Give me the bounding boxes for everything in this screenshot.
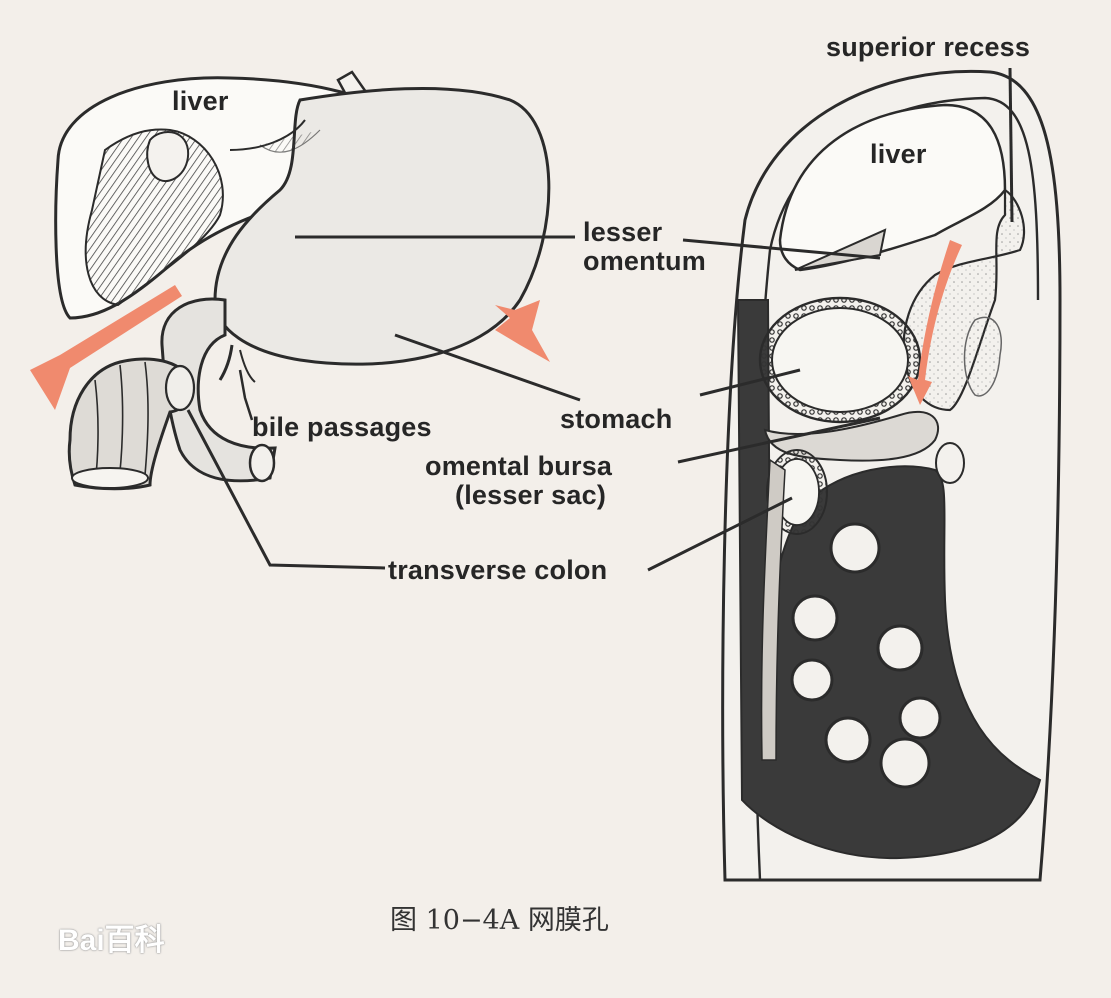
left-red-arrow (30, 285, 182, 410)
label-stomach: stomach (560, 404, 673, 434)
right-liver-shape (778, 103, 1007, 272)
right-figure (647, 67, 1062, 882)
label-liver-right: liver (870, 139, 927, 169)
figure-caption: 图 10−4A 网膜孔 (390, 905, 609, 936)
left-colon (67, 357, 193, 491)
left-red-arrowhead-right (495, 300, 550, 362)
left-duodenum (160, 297, 277, 483)
left-liver-hatch (84, 128, 224, 307)
label-superior-recess: superior recess (826, 32, 1031, 62)
label-transverse-colon: transverse colon (388, 555, 608, 585)
label-liver-left: liver (172, 86, 229, 116)
label-bile-passages: bile passages (252, 412, 432, 442)
left-bile-passage (218, 344, 234, 381)
right-dark-region (736, 299, 1042, 860)
left-figure (30, 70, 581, 570)
label-lesser-omentum-1: lesser (583, 217, 663, 247)
label-omental-bursa-2: (lesser sac) (455, 480, 607, 510)
label-omental-bursa-1: omental bursa (425, 451, 613, 481)
left-stomach-shape (213, 86, 551, 366)
left-gallbladder (146, 131, 190, 183)
baidu-watermark: Bai百科 (58, 924, 165, 957)
right-red-arrow (908, 240, 962, 405)
label-lesser-omentum-2: omentum (583, 246, 706, 276)
